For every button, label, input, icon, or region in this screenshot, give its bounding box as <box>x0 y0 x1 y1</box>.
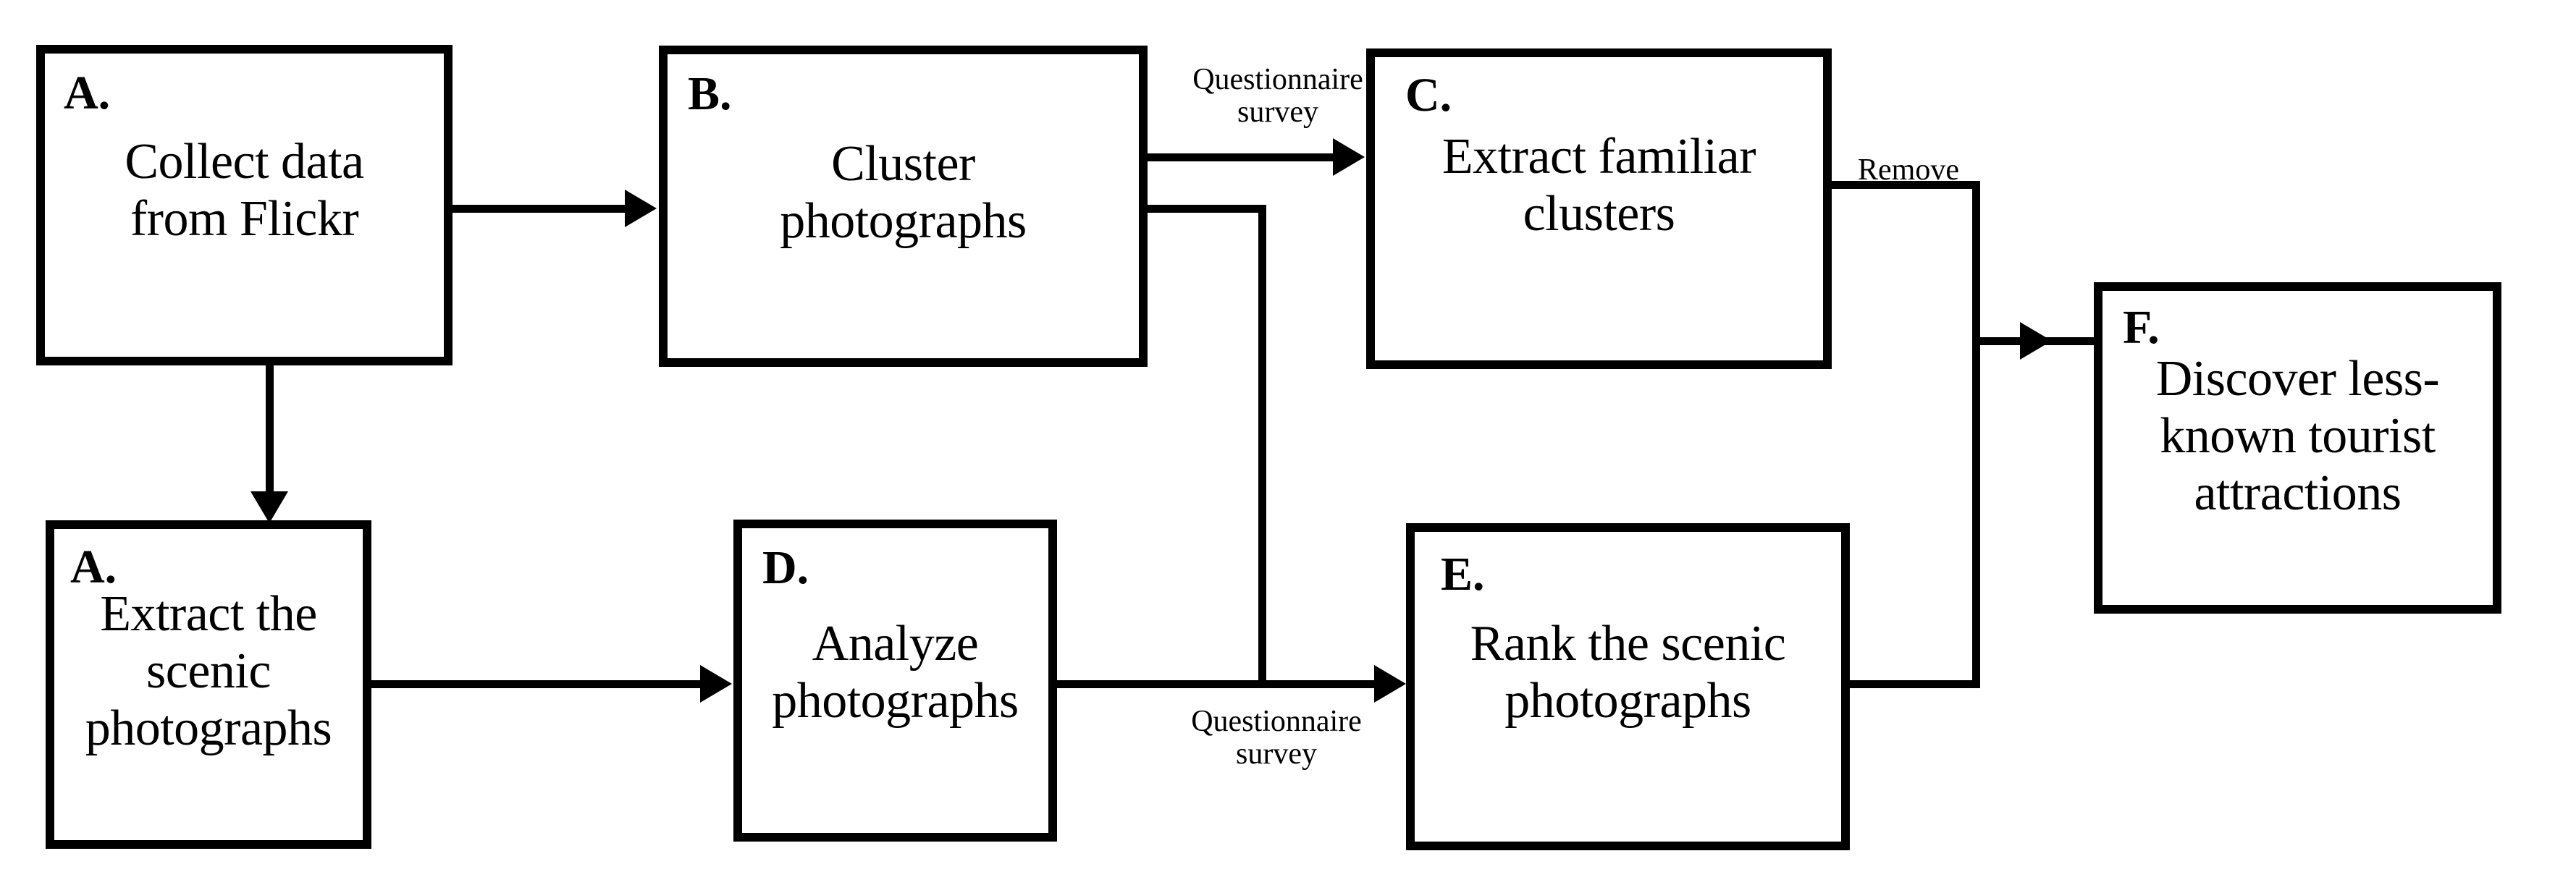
edge-b-to-c-line <box>1148 153 1334 161</box>
node-e-letter: E. <box>1441 548 1485 601</box>
edge-a1-to-b-line <box>453 205 626 213</box>
edge-c-f-e-trunk-vertical <box>1972 181 1980 687</box>
edge-a2-to-d-arrowhead <box>700 665 732 703</box>
node-a2-letter: A. <box>70 541 117 593</box>
edge-a1-to-b-arrowhead <box>625 190 657 227</box>
edge-b-to-e-vertical <box>1258 205 1266 684</box>
node-c-letter: C. <box>1405 69 1452 122</box>
edge-e-to-trunk-horizontal <box>1850 680 1980 688</box>
edge-c-to-f-horizontal <box>1832 181 1980 189</box>
edge-b-to-e-horizontal <box>1148 205 1266 213</box>
node-f-letter: F. <box>2123 301 2160 354</box>
edge-b-to-c-arrowhead <box>1333 138 1365 176</box>
edge-label-c-to-f: Remove <box>1858 153 1959 187</box>
edge-a1-to-a2-line <box>266 365 274 497</box>
node-d-letter: D. <box>762 541 809 594</box>
edge-d-to-e-line <box>1057 680 1376 688</box>
edge-trunk-to-f-arrowhead <box>2020 322 2052 360</box>
node-a1-letter: A. <box>64 67 111 119</box>
node-b-letter: B. <box>688 67 732 120</box>
edge-a2-to-d-line <box>371 680 702 688</box>
edge-d-to-e-arrowhead <box>1374 665 1406 703</box>
edge-a1-to-a2-arrowhead <box>251 491 288 523</box>
